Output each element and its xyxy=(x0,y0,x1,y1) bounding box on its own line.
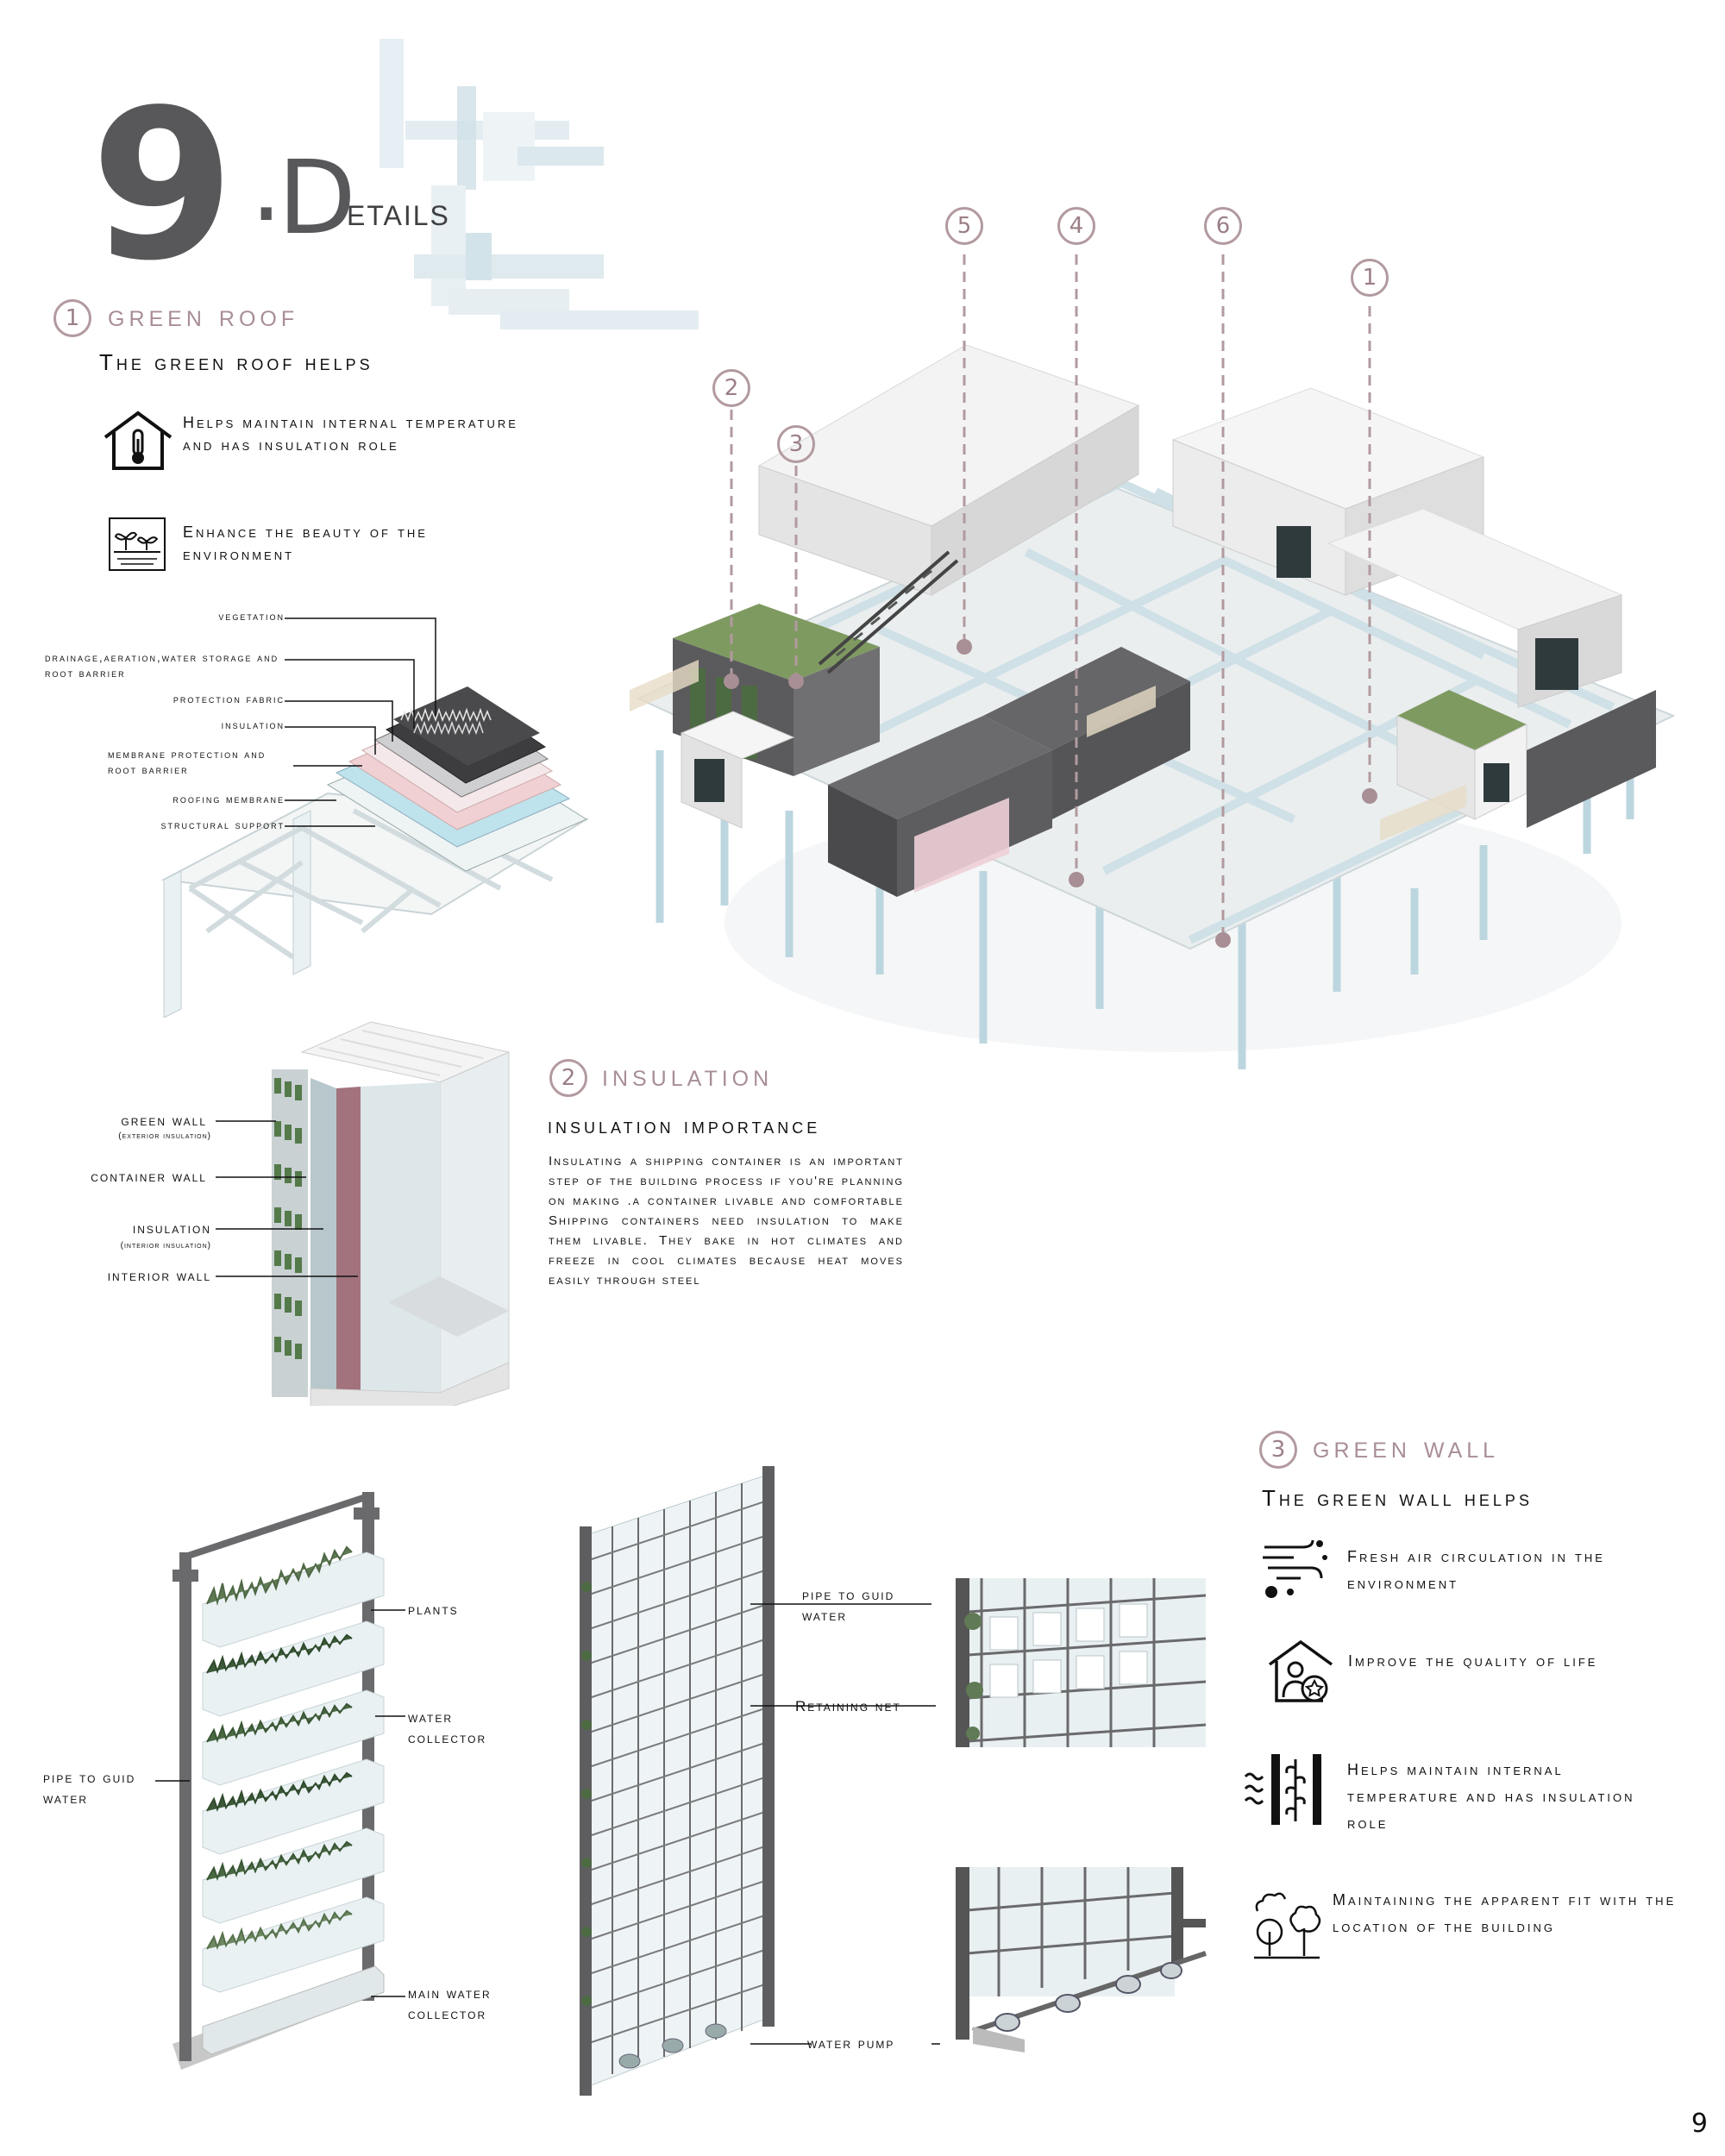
page-number: 9 xyxy=(1690,2109,1708,2139)
green-wall-zoom-bottom xyxy=(956,1867,1223,2053)
sprouts-icon xyxy=(107,516,167,573)
roof-layer-membrane-protection: membrane protection and root barrier xyxy=(108,748,267,776)
house-thermometer-icon xyxy=(102,410,174,472)
green-wall-net-drawing xyxy=(561,1466,811,2104)
green-wall-zoom-top xyxy=(956,1578,1206,1747)
label-interior-wall: interior wall xyxy=(107,1268,211,1284)
green-roof-section-drawing xyxy=(155,604,595,1018)
label-main-water-collector: main water collector xyxy=(408,1985,492,2022)
roof-layer-insulation: insulation xyxy=(221,718,285,731)
trees-cloud-icon xyxy=(1251,1889,1323,1961)
green-wall-item-1: Fresh air circulation in the environment xyxy=(1347,1548,1605,1592)
insulation-container-drawing xyxy=(259,1018,518,1406)
green-wall-module-drawing xyxy=(155,1475,431,2096)
roof-layer-roofing-membrane: roofing membrane xyxy=(172,793,285,805)
label-pipe-right: pipe to guid water xyxy=(802,1587,895,1624)
marker-6: 6 xyxy=(1204,207,1242,245)
insulation-title: insulation xyxy=(602,1057,774,1093)
label-water-pump: water pump xyxy=(807,2035,895,2052)
green-roof-item-2: Enhance the beauty of the environment xyxy=(183,523,428,563)
section-number-insulation: 2 xyxy=(549,1059,587,1097)
marker-1: 1 xyxy=(1351,259,1389,297)
chapter-number: 9 xyxy=(91,65,235,306)
building-callout-lines xyxy=(673,216,1414,966)
label-pipe-left: pipe to guid water xyxy=(43,1770,136,1807)
wind-air-icon xyxy=(1259,1535,1332,1601)
house-person-star-icon xyxy=(1266,1637,1335,1706)
marker-3: 3 xyxy=(777,425,815,463)
marker-5: 5 xyxy=(945,207,983,245)
green-wall-subtitle: The green wall helps xyxy=(1262,1485,1533,1511)
green-wall-net-leaders xyxy=(742,1595,940,2053)
label-green-wall-section: green wall xyxy=(121,1112,207,1129)
insulation-leader-lines xyxy=(207,1112,380,1285)
section-number-green-roof: 1 xyxy=(53,299,91,337)
label-insulation-note: (interior insulation) xyxy=(120,1241,211,1250)
insulation-paragraph: Insulating a shipping container is an im… xyxy=(549,1154,904,1288)
title-rest: etails xyxy=(347,189,450,234)
building-axonometric-drawing xyxy=(621,267,1708,1095)
roof-layer-drainage: drainage,aeration,water storage and root… xyxy=(45,651,279,680)
roof-layer-structural-support: structural support xyxy=(160,818,285,831)
label-green-wall-note: (exterior insulation) xyxy=(118,1131,211,1141)
roof-layer-vegetation: vegetation xyxy=(218,610,285,623)
green-wall-module-leaders xyxy=(155,1595,414,2027)
green-wall-item-4: Maintaining the apparent fit with the lo… xyxy=(1333,1891,1677,1935)
label-water-collector: water collector xyxy=(408,1709,487,1746)
title-initial: D xyxy=(278,138,356,257)
green-roof-leader-lines xyxy=(276,612,448,845)
green-wall-title: green wall xyxy=(1313,1429,1500,1464)
wall-heat-icon xyxy=(1242,1751,1328,1828)
section-number-green-wall: 3 xyxy=(1259,1431,1297,1469)
title-decoration xyxy=(380,34,724,397)
label-plants: plants xyxy=(408,1601,459,1618)
green-wall-item-2: Improve the quality of life xyxy=(1348,1652,1598,1670)
label-retaining-net: Retaining net xyxy=(795,1698,901,1714)
green-roof-title: green roof xyxy=(108,298,299,333)
title-dot: . xyxy=(250,125,283,244)
green-roof-item-1: Helps maintain internal temperature and … xyxy=(183,414,518,454)
roof-layer-protection-fabric: protection fabric xyxy=(172,693,285,705)
label-insulation: insulation xyxy=(132,1220,211,1237)
marker-4: 4 xyxy=(1057,207,1095,245)
green-roof-subtitle: The green roof helps xyxy=(99,349,373,375)
label-container-wall: container wall xyxy=(91,1169,207,1185)
insulation-subtitle: insulation importance xyxy=(548,1112,821,1138)
green-wall-item-3: Helps maintain internal temperature and … xyxy=(1347,1761,1635,1832)
marker-2: 2 xyxy=(712,369,750,407)
